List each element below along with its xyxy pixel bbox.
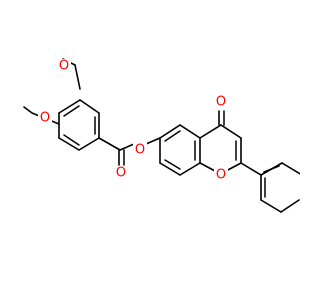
bond: [74, 64, 81, 90]
atom-label: O: [135, 143, 145, 158]
bond: [159, 124, 181, 139]
bond: [179, 124, 201, 139]
ester-linkage: [98, 137, 161, 166]
double-bond-inner: [263, 165, 280, 173]
bond: [145, 137, 161, 145]
methoxy-oxygen-left: O: [38, 111, 52, 126]
bond: [159, 162, 181, 176]
atom-label: O: [59, 59, 69, 74]
atom-label: O: [216, 168, 226, 183]
bond: [58, 99, 81, 114]
bond: [281, 162, 303, 176]
bond: [79, 99, 100, 114]
chromone-benzo-ring: [159, 124, 201, 176]
oxygen-labels: O O O O O O: [38, 59, 228, 183]
pyranone-ring-oxygen: O: [214, 168, 228, 183]
bond: [260, 199, 282, 213]
ester-carbonyl-oxygen: O: [114, 166, 128, 181]
ester-link-oxygen: O: [133, 143, 147, 158]
bond: [225, 162, 242, 172]
bond: [199, 162, 216, 172]
ketone-oxygen: O: [214, 95, 228, 110]
atom-label: O: [40, 111, 50, 126]
bond: [119, 143, 135, 151]
phenyl-ring: [240, 162, 303, 213]
double-bond-inner: [164, 159, 181, 170]
bond: [280, 199, 300, 213]
bond: [23, 106, 33, 114]
bond: [220, 124, 242, 139]
chemical-structure-diagram: O O O O O O: [23, 58, 303, 213]
methoxy-oxygen-top: O: [57, 59, 71, 74]
structure-canvas: O O O O O O: [23, 58, 303, 213]
bond: [179, 162, 201, 176]
double-bond-inner: [63, 134, 80, 146]
bond: [98, 137, 121, 151]
atom-label: O: [216, 95, 226, 110]
atom-label: O: [116, 166, 126, 181]
pyranone-ring: [199, 110, 242, 172]
bond: [240, 162, 262, 176]
bond: [199, 124, 222, 139]
bond: [78, 137, 100, 151]
double-bond-inner: [63, 105, 80, 117]
bond: [58, 137, 80, 151]
benzoyl-ring: [58, 99, 100, 151]
double-bond-inner: [164, 130, 181, 142]
